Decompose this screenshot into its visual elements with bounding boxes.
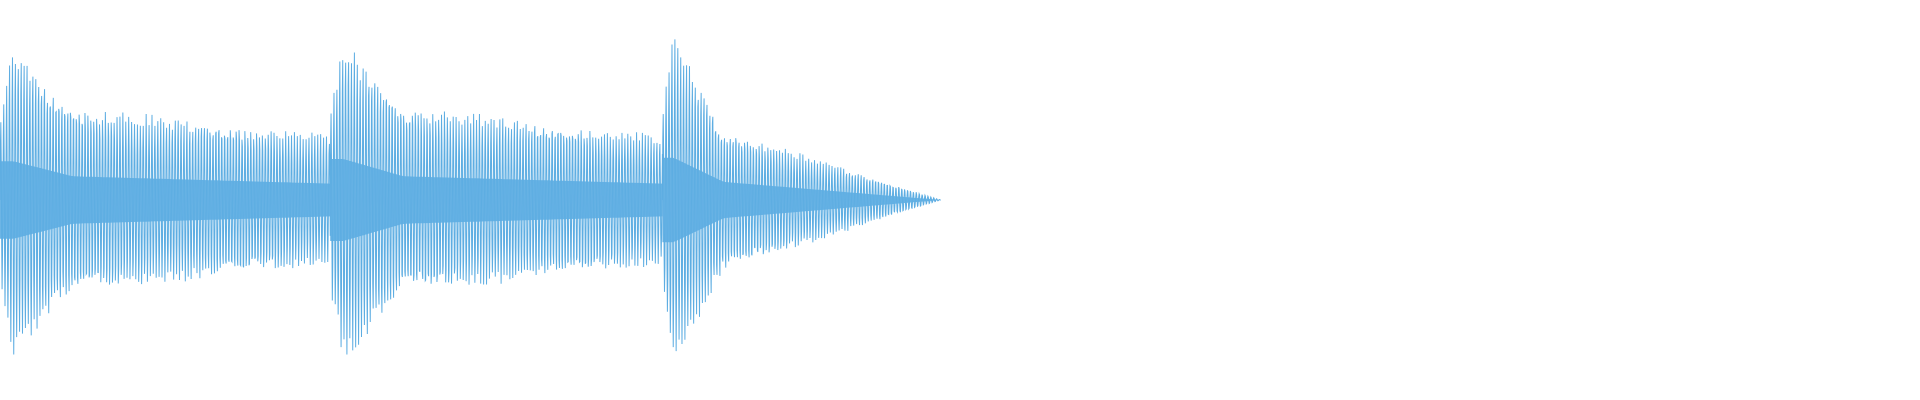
waveform-core-note-2: [330, 159, 663, 241]
waveform-core-note-3: [662, 157, 941, 243]
waveform-core-note-1: [0, 161, 331, 239]
